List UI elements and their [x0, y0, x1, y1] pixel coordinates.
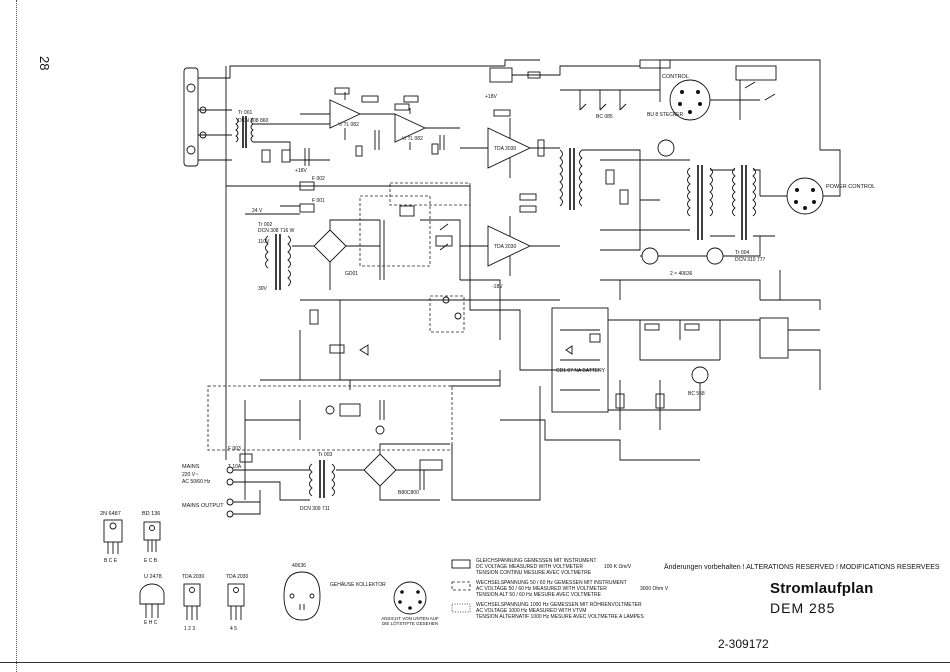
pkg-tda2030-b-name: TDA 2030	[226, 574, 248, 580]
dashed-module-mains-switch	[207, 385, 453, 451]
document-number: 2-309172	[718, 637, 769, 651]
legend-ac50: WECHSELSPANNUNG 50 / 60 Hz GEMESSEN MIT …	[476, 580, 627, 598]
driver-transistors: 2 × 40636	[640, 139, 761, 277]
pkg-to3-note: GEHÄUSE KOLLEKTOR	[330, 581, 386, 588]
tr002-part: DCN 308 716 W	[258, 228, 295, 234]
transformer-tr004: Tr 004 DCN 310 777	[600, 159, 775, 263]
preamp-stage: ½ TL 082 ½ TL 082	[300, 87, 460, 157]
title-block: Stromlaufplan DEM 285	[770, 580, 873, 616]
pkg-to3-name: 40636	[292, 563, 306, 569]
legend-dc-spec: 100 K Ωm/V	[604, 564, 632, 570]
control-label: CONTROL	[662, 74, 689, 80]
dashed-module-relay	[359, 195, 431, 267]
legend-ac50-spec: 3000 Ohm V	[640, 586, 669, 592]
pkg-tda2030-a-name: TDA 2030	[182, 574, 204, 580]
svg-text:½ TL 082: ½ TL 082	[338, 121, 359, 128]
package-u2478: U 2478 E H C	[139, 574, 165, 626]
battery-label: CD1 87 NA BATTERY	[556, 368, 606, 374]
binding-margin-line	[16, 0, 17, 672]
supply-30v: 30V	[258, 286, 268, 292]
bus-lines	[225, 66, 821, 501]
pkg-bd136-pins: E C B	[144, 558, 158, 564]
power-amp-2: TDA 2030 -18V	[460, 193, 560, 290]
supply-24v: 24 V	[252, 208, 263, 214]
coupling-transformer	[559, 148, 660, 251]
pkg-2n6487-name: 2N 6487	[100, 511, 121, 517]
drawing-title: Stromlaufplan	[770, 580, 874, 597]
pkg-u2478-pins: E H C	[144, 620, 158, 626]
socket-label: BU 8 STECKER	[647, 112, 684, 118]
mains-label: MAINS	[182, 464, 200, 470]
supply-plus18-2: +18V	[485, 94, 497, 100]
supply-plus18-1: +18V	[295, 168, 307, 174]
package-to3: 40636 GEHÄUSE KOLLEKTOR	[283, 563, 386, 621]
legend-swatch-dc	[451, 559, 471, 569]
input-section: Tr 001 DCN 308 860 +18V	[183, 65, 505, 174]
pkg-tda2030-b-pins: 4 5	[230, 626, 237, 632]
fuse-f003: F 003	[228, 446, 241, 452]
pkg-u2478-name: U 2478	[144, 574, 162, 580]
package-2n6487: 2N 6487 B C E	[100, 511, 123, 564]
legend-ac1000: WECHSELSPANNUNG 1000 Hz GEMESSEN MIT RÖH…	[476, 602, 644, 620]
fuse-f001: F 001	[312, 198, 325, 204]
svg-text:½ TL 082: ½ TL 082	[402, 135, 423, 142]
tr004-part: DCN 310 777	[735, 257, 766, 263]
mains-spec: 220 V~	[182, 472, 198, 478]
tr001-part: DCN 308 860	[238, 118, 269, 124]
tr001-label: Tr 001	[238, 110, 252, 116]
supply-minus18: -18V	[492, 284, 503, 290]
fuse-f002: F 002	[312, 176, 325, 182]
relay-block	[399, 205, 520, 340]
pkg-tda2030-a-pins: 1 2 3	[184, 626, 195, 632]
battery-section: CD1 87 NA BATTERY BC 558	[551, 307, 821, 430]
legend-swatch-ac1000	[451, 603, 471, 613]
package-tda2030-a: TDA 2030 1 2 3	[182, 574, 204, 632]
power-amp-1: TDA 2030 +18V	[460, 94, 560, 178]
tr002-label: Tr 002	[258, 222, 272, 228]
package-bd136: BD 136 E C B	[142, 511, 161, 564]
switching-section: BC 085 BU 8 STECKER	[489, 59, 821, 150]
bc558-label: BC 558	[688, 391, 705, 397]
supply-tr002: 24 V F 002 F 001 Tr 002 DCN 308 716 W 11…	[245, 176, 560, 380]
pkg-bd136-name: BD 136	[142, 511, 160, 517]
dashed-module-switch	[429, 295, 465, 333]
supply-110v: 110V	[258, 239, 270, 245]
power-control-label: POWER CONTROL	[826, 184, 875, 190]
mains-output-label: MAINS OUTPUT	[182, 503, 224, 509]
bottom-edge-line	[0, 662, 950, 663]
svg-text:GD01: GD01	[345, 271, 358, 277]
alterations-note: Änderungen vorbehalten ! ALTERATIONS RES…	[664, 564, 940, 571]
ic-tda2030-bottom: TDA 2030	[494, 244, 516, 250]
mains-section: F 003 T 10A MAINS 220 V~ AC 50/60 Hz MAI…	[182, 400, 450, 518]
svg-text:2 × 40636: 2 × 40636	[670, 271, 693, 277]
package-tda2030-b: TDA 2030 4 5	[226, 574, 248, 632]
power-control-socket: POWER CONTROL	[760, 149, 875, 215]
mains-freq: AC 50/60 Hz	[182, 479, 211, 485]
relay-bc085: BC 085	[596, 114, 613, 120]
svg-text:B80C800: B80C800	[398, 490, 419, 496]
tr003-part: DCN 309 711	[300, 506, 330, 512]
transformer-tr001	[235, 116, 254, 148]
legend-swatch-ac50	[451, 581, 471, 591]
pkg-2n6487-pins: B C E	[104, 558, 118, 564]
ic-tda2030-top: TDA 2030	[494, 146, 516, 152]
din-view-note: ANSICHT VON UNTEN AUF DIE LÖTSTIFTE GESE…	[381, 616, 439, 626]
legend-dc: GLEICHSPANNUNG GEMESSEN MIT INSTRUMENT D…	[476, 558, 597, 576]
model-number: DEM 285	[770, 600, 836, 616]
tr004-label: Tr 004	[735, 250, 749, 256]
fuse-rating: T 10A	[228, 464, 242, 470]
package-din-socket: ANSICHT VON UNTEN AUF DIE LÖTSTIFTE GESE…	[381, 581, 439, 626]
control-socket: CONTROL	[662, 65, 777, 121]
tr003-label: Tr 003	[318, 452, 332, 458]
